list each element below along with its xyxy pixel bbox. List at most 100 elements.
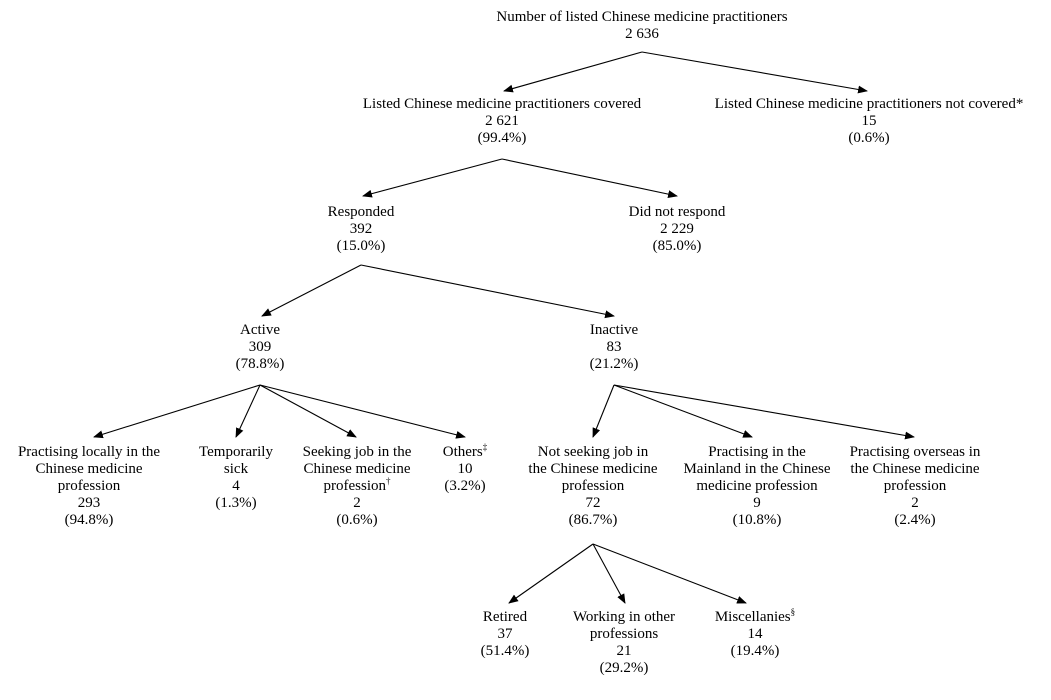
edge-inactive-notseeking bbox=[592, 384, 615, 438]
node-count: 72 bbox=[585, 495, 601, 511]
node-label-line: Chinese medicine bbox=[35, 461, 143, 477]
node-label-line: Chinese medicine bbox=[303, 461, 411, 477]
node-percent: (2.4%) bbox=[894, 512, 936, 528]
node-label-line: Number of listed Chinese medicine practi… bbox=[496, 9, 788, 25]
node-label-line: the Chinese medicine bbox=[528, 461, 658, 477]
node-label-line: Temporarily bbox=[199, 444, 273, 460]
node-count: 293 bbox=[77, 495, 101, 511]
node-count: 14 bbox=[747, 626, 763, 642]
node-label-line: profession† bbox=[303, 476, 412, 495]
node-seeking-job: Seeking job in the Chinese medicine prof… bbox=[303, 444, 412, 529]
node-label-line: profession bbox=[57, 478, 121, 494]
node-percent: (19.4%) bbox=[730, 643, 780, 659]
node-label-line: Others‡ bbox=[442, 442, 488, 461]
node-label-line: Working in other bbox=[572, 609, 676, 625]
edge-notseeking-otherprof bbox=[592, 543, 626, 604]
node-count: 37 bbox=[497, 626, 513, 642]
node-responded: Responded 392 (15.0%) bbox=[328, 204, 395, 255]
node-label-line: Practising overseas in bbox=[849, 444, 981, 460]
node-label-line: Responded bbox=[327, 204, 395, 220]
node-count: 309 bbox=[248, 339, 272, 355]
node-inactive: Inactive 83 (21.2%) bbox=[590, 322, 639, 373]
edge-root-covered bbox=[503, 51, 643, 93]
node-percent: (21.2%) bbox=[589, 356, 639, 372]
node-percent: (29.2%) bbox=[599, 660, 649, 676]
node-count: 9 bbox=[753, 495, 761, 511]
node-label-line: Mainland in the Chinese bbox=[683, 461, 831, 477]
node-label-line: Listed Chinese medicine practitioners no… bbox=[714, 96, 1024, 112]
node-label-line: Active bbox=[240, 322, 280, 338]
node-count: 2 bbox=[353, 495, 361, 511]
node-label-line: Inactive bbox=[589, 322, 639, 338]
footnote-mark: § bbox=[790, 607, 796, 617]
node-count: 10 bbox=[457, 461, 473, 477]
node-practising-overseas: Practising overseas in the Chinese medic… bbox=[850, 444, 981, 529]
node-label-line: Retired bbox=[482, 609, 528, 625]
node-percent: (78.8%) bbox=[235, 356, 285, 372]
footnote-mark: ‡ bbox=[482, 442, 488, 452]
node-percent: (3.2%) bbox=[444, 478, 486, 494]
node-label-line: Miscellanies§ bbox=[714, 607, 796, 626]
node-label-line: medicine profession bbox=[696, 478, 818, 494]
node-practising-mainland: Practising in the Mainland in the Chines… bbox=[683, 444, 830, 529]
node-count: 2 bbox=[911, 495, 919, 511]
node-count: 83 bbox=[606, 339, 622, 355]
edge-responded-inactive bbox=[360, 264, 615, 319]
edge-root-not-covered bbox=[641, 51, 868, 94]
node-miscellanies: Miscellanies§ 14 (19.4%) bbox=[714, 607, 796, 660]
edge-active-sick bbox=[235, 384, 261, 438]
node-percent: (85.0%) bbox=[652, 238, 702, 254]
node-percent: (0.6%) bbox=[336, 512, 378, 528]
node-percent: (99.4%) bbox=[477, 130, 527, 146]
node-temporarily-sick: Temporarily sick 4 (1.3%) bbox=[199, 444, 273, 512]
node-label-line: Seeking job in the bbox=[302, 444, 412, 460]
edge-covered-noresponse bbox=[501, 158, 678, 199]
node-label-line: Not seeking job in bbox=[537, 444, 649, 460]
edge-notseeking-retired bbox=[508, 543, 594, 604]
node-not-seeking-job: Not seeking job in the Chinese medicine … bbox=[528, 444, 657, 529]
edge-covered-responded bbox=[362, 158, 503, 198]
node-percent: (94.8%) bbox=[64, 512, 114, 528]
edge-active-others bbox=[259, 384, 466, 439]
node-others: Others‡ 10 (3.2%) bbox=[442, 442, 488, 495]
node-practising-locally: Practising locally in the Chinese medici… bbox=[18, 444, 160, 529]
node-count: 392 bbox=[349, 221, 373, 237]
node-covered: Listed Chinese medicine practitioners co… bbox=[363, 96, 641, 147]
node-label-line: professions bbox=[589, 626, 659, 642]
node-percent: (1.3%) bbox=[215, 495, 257, 511]
node-percent: (15.0%) bbox=[336, 238, 386, 254]
node-percent: (51.4%) bbox=[480, 643, 530, 659]
node-label-line: sick bbox=[223, 461, 249, 477]
node-not-covered: Listed Chinese medicine practitioners no… bbox=[715, 96, 1024, 147]
node-count: 21 bbox=[616, 643, 632, 659]
footnote-mark: † bbox=[386, 476, 391, 486]
node-label-line: profession bbox=[561, 478, 625, 494]
node-retired: Retired 37 (51.4%) bbox=[481, 609, 530, 660]
node-count: 15 bbox=[861, 113, 877, 129]
node-percent: (86.7%) bbox=[568, 512, 618, 528]
edge-active-local bbox=[93, 384, 261, 439]
node-label-line: Practising locally in the bbox=[17, 444, 161, 460]
node-count: 2 636 bbox=[625, 26, 659, 42]
node-label-line: Listed Chinese medicine practitioners co… bbox=[362, 96, 642, 112]
node-percent: (0.6%) bbox=[848, 130, 890, 146]
node-label-text: profession bbox=[323, 478, 387, 494]
node-label-line: Did not respond bbox=[628, 204, 726, 220]
edge-active-seeking bbox=[259, 384, 357, 438]
node-label-text: Others bbox=[442, 444, 483, 460]
node-count: 2 229 bbox=[660, 221, 694, 237]
node-working-other-professions: Working in other professions 21 (29.2%) bbox=[573, 609, 675, 677]
node-percent: (10.8%) bbox=[732, 512, 782, 528]
edge-notseeking-misc bbox=[592, 543, 747, 604]
edge-responded-active bbox=[261, 264, 362, 317]
node-count: 4 bbox=[232, 478, 240, 494]
edge-inactive-overseas bbox=[613, 384, 915, 440]
node-total-practitioners: Number of listed Chinese medicine practi… bbox=[496, 9, 787, 43]
node-active: Active 309 (78.8%) bbox=[236, 322, 285, 373]
node-label-line: profession bbox=[883, 478, 947, 494]
node-did-not-respond: Did not respond 2 229 (85.0%) bbox=[629, 204, 726, 255]
edge-inactive-mainland bbox=[613, 384, 753, 438]
node-label-text: Miscellanies bbox=[714, 609, 791, 625]
node-count: 2 621 bbox=[485, 113, 519, 129]
